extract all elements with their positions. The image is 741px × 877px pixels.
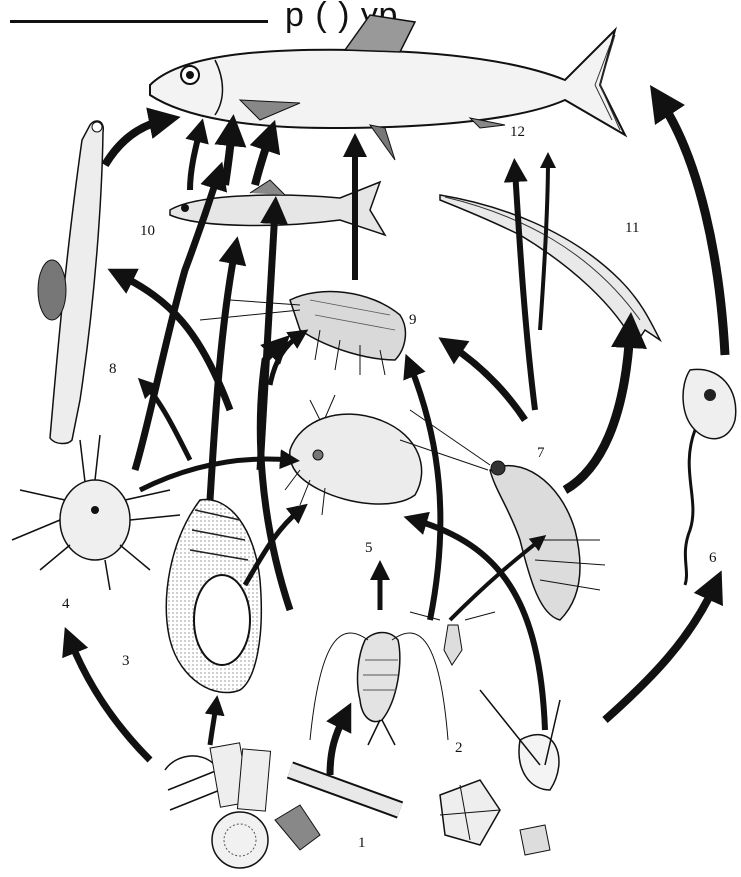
label-2: 2 [455, 740, 463, 756]
organism-nauplius [12, 435, 180, 590]
arrow-shrimp-to-sandlance [565, 330, 630, 490]
label-12: 12 [510, 124, 525, 140]
arrow-1-to-6 [605, 585, 715, 720]
label-5: 5 [365, 540, 373, 556]
label-8: 8 [109, 361, 117, 377]
arrow-up-1 [190, 130, 200, 190]
arrow-to-amphipod-b [260, 345, 290, 610]
label-9: 9 [409, 312, 417, 328]
arrow-1-to-4 [70, 640, 150, 760]
arrow-up-2 [225, 130, 232, 185]
organism-arrow-worm [38, 121, 103, 444]
arrow-7-to-9 [450, 345, 525, 420]
arrow-1-to-2 [330, 715, 345, 775]
label-4: 4 [62, 596, 70, 612]
organism-ctenophore [285, 395, 422, 515]
arrow-larva-to-fish [660, 100, 725, 355]
label-11: 11 [625, 220, 639, 236]
arrow-worm-to-fish [105, 120, 165, 165]
label-7: 7 [537, 445, 545, 461]
label-1: 1 [358, 835, 366, 851]
organism-amphipod [200, 292, 405, 375]
organism-large-fish [150, 15, 625, 160]
arrow-to-7 [450, 540, 540, 620]
arrow-to-amphipod-a [270, 335, 300, 385]
organism-pteropod [166, 500, 261, 693]
arrow-1-to-3 [210, 705, 216, 745]
label-3: 3 [122, 653, 130, 669]
arrow-up-3 [255, 135, 270, 185]
label-10: 10 [140, 223, 155, 239]
organism-sand-lance [440, 195, 660, 345]
arrow-7-to-fish-a [515, 170, 535, 410]
organism-copepod [310, 633, 448, 746]
label-6: 6 [709, 550, 717, 566]
arrow-long-1 [135, 175, 218, 470]
